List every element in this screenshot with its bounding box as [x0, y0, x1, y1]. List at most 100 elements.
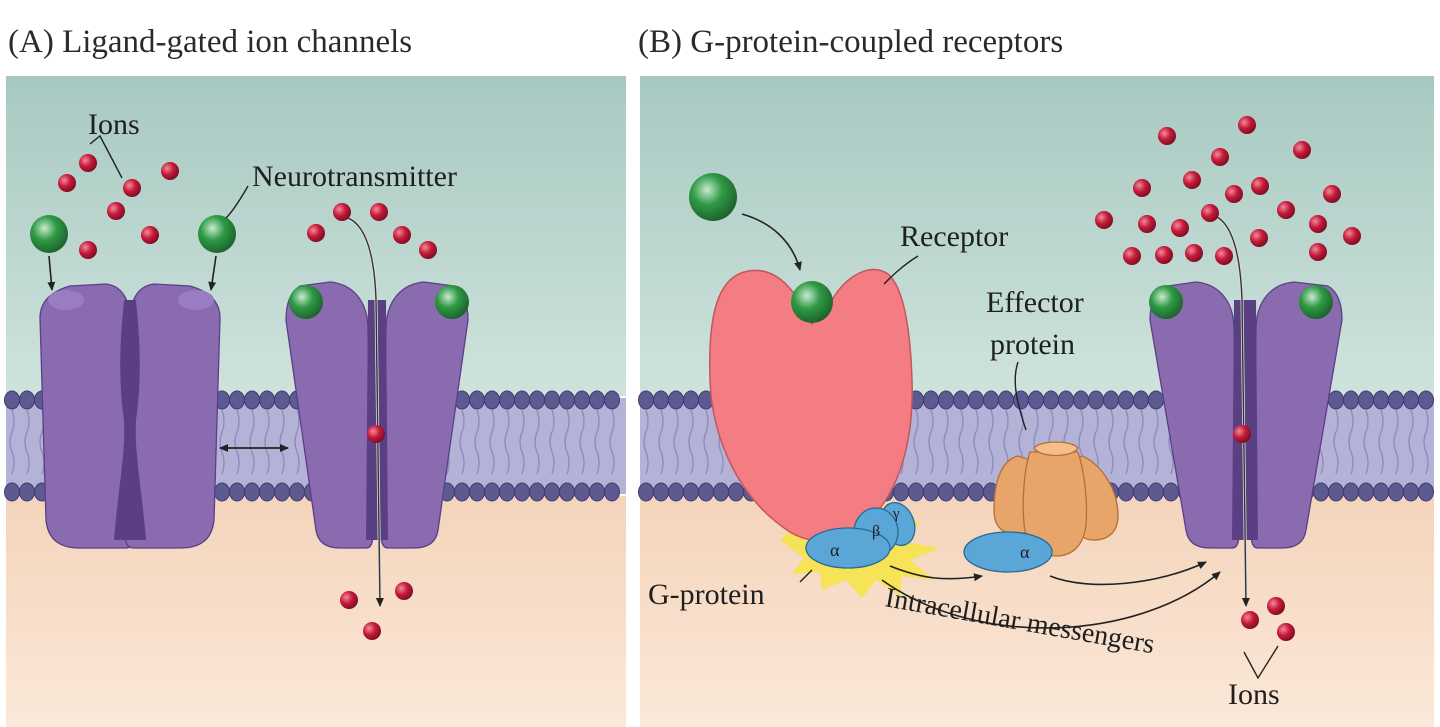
ions-group-a: [58, 154, 437, 640]
lipid-head: [683, 390, 699, 410]
panel-a-letter: (A): [8, 24, 54, 60]
lipid-head: [1058, 390, 1074, 410]
lipid-tail: [658, 409, 664, 475]
ion: [161, 162, 179, 180]
activated-g-alpha: [963, 531, 1053, 573]
lipid-head: [559, 482, 575, 502]
effector-label-line2: protein: [990, 328, 1075, 361]
lipid-head: [713, 482, 729, 502]
ion: [107, 202, 125, 220]
lipid-tail: [249, 409, 255, 475]
neurotransmitter-molecule: [30, 215, 68, 253]
lipid-head: [589, 390, 605, 410]
lipid-head: [1163, 482, 1179, 502]
ions-leader-line: [89, 134, 123, 179]
ion: [395, 582, 413, 600]
lipid-tail: [9, 409, 15, 475]
effector-protein: [993, 441, 1119, 557]
g-alpha-subunit: [805, 527, 891, 569]
ion: [1293, 141, 1311, 159]
panel-b-letter: (B): [638, 24, 682, 60]
lipid-tail: [913, 409, 919, 475]
lipid-head: [454, 482, 470, 502]
lipid-head: [728, 482, 744, 502]
lipid-head: [604, 390, 620, 410]
ion: [1277, 623, 1295, 641]
lipid-head: [469, 482, 485, 502]
lipid-head: [1103, 390, 1119, 410]
alpha-symbol-activated: α: [1020, 542, 1030, 562]
receptor-leader-line: [883, 255, 919, 285]
ions-group-b: [1095, 116, 1361, 641]
lipid-tail: [564, 409, 570, 475]
lipid-head: [529, 482, 545, 502]
ions-label-b: Ions: [1228, 678, 1280, 711]
ion: [1158, 127, 1176, 145]
lipid-tail: [504, 409, 510, 475]
ion: [363, 622, 381, 640]
ion: [333, 203, 351, 221]
lipid-head: [638, 482, 654, 502]
lipid-head: [244, 390, 260, 410]
beta-symbol: β: [872, 523, 880, 540]
lipid-tail: [703, 409, 709, 475]
lipid-head: [19, 390, 35, 410]
lipid-head: [1118, 390, 1134, 410]
neurotransmitter-leader-line: [225, 185, 249, 219]
lipid-tail: [294, 409, 300, 475]
panel-b-heading: (B) G-protein-coupled receptors: [638, 24, 1063, 61]
lipid-head: [1373, 482, 1389, 502]
ion: [307, 224, 325, 242]
lipid-tail: [1348, 409, 1354, 475]
lipid-tail: [474, 409, 480, 475]
g-protein-leader-line: [799, 569, 813, 583]
ion: [1138, 215, 1156, 233]
lipid-head: [968, 482, 984, 502]
lipid-head: [1328, 390, 1344, 410]
lipid-tail: [958, 409, 964, 475]
lipid-head: [668, 482, 684, 502]
lipid-tail: [1093, 409, 1099, 475]
ion: [1343, 227, 1361, 245]
gpcr-receptor: [708, 268, 913, 542]
neurotransmitter-molecule: [198, 215, 236, 253]
ions-leader-line-b: [1243, 645, 1279, 680]
ions-label-a: Ions: [88, 108, 140, 141]
lipid-head: [229, 390, 245, 410]
lipid-head: [1373, 390, 1389, 410]
ion: [1251, 177, 1269, 195]
lipid-head: [1403, 390, 1419, 410]
ion: [141, 226, 159, 244]
lipid-head: [983, 390, 999, 410]
lipid-tail: [1108, 409, 1114, 475]
lipid-head: [289, 482, 305, 502]
ion: [79, 241, 97, 259]
ion: [1171, 219, 1189, 237]
lipid-head: [1043, 390, 1059, 410]
lipid-head: [574, 390, 590, 410]
lipid-head: [259, 482, 275, 502]
lipid-tail: [219, 409, 225, 475]
lipid-head: [274, 482, 290, 502]
lipid-tail: [519, 409, 525, 475]
ion: [58, 174, 76, 192]
ligand-binding-arrow: [741, 213, 802, 271]
lipid-head: [484, 390, 500, 410]
ion: [1185, 244, 1203, 262]
lipid-head: [893, 482, 909, 502]
closed-ion-channel: [39, 283, 221, 549]
lipid-head: [968, 390, 984, 410]
lipid-tail: [579, 409, 585, 475]
lipid-head: [514, 390, 530, 410]
lipid-head: [653, 482, 669, 502]
ion: [1250, 229, 1268, 247]
lipid-head: [259, 390, 275, 410]
lipid-head: [683, 482, 699, 502]
lipid-head: [19, 482, 35, 502]
ion: [419, 241, 437, 259]
lipid-head: [229, 482, 245, 502]
lipid-head: [668, 390, 684, 410]
lipid-head: [484, 482, 500, 502]
lipid-head: [698, 482, 714, 502]
lipid-tail: [673, 409, 679, 475]
